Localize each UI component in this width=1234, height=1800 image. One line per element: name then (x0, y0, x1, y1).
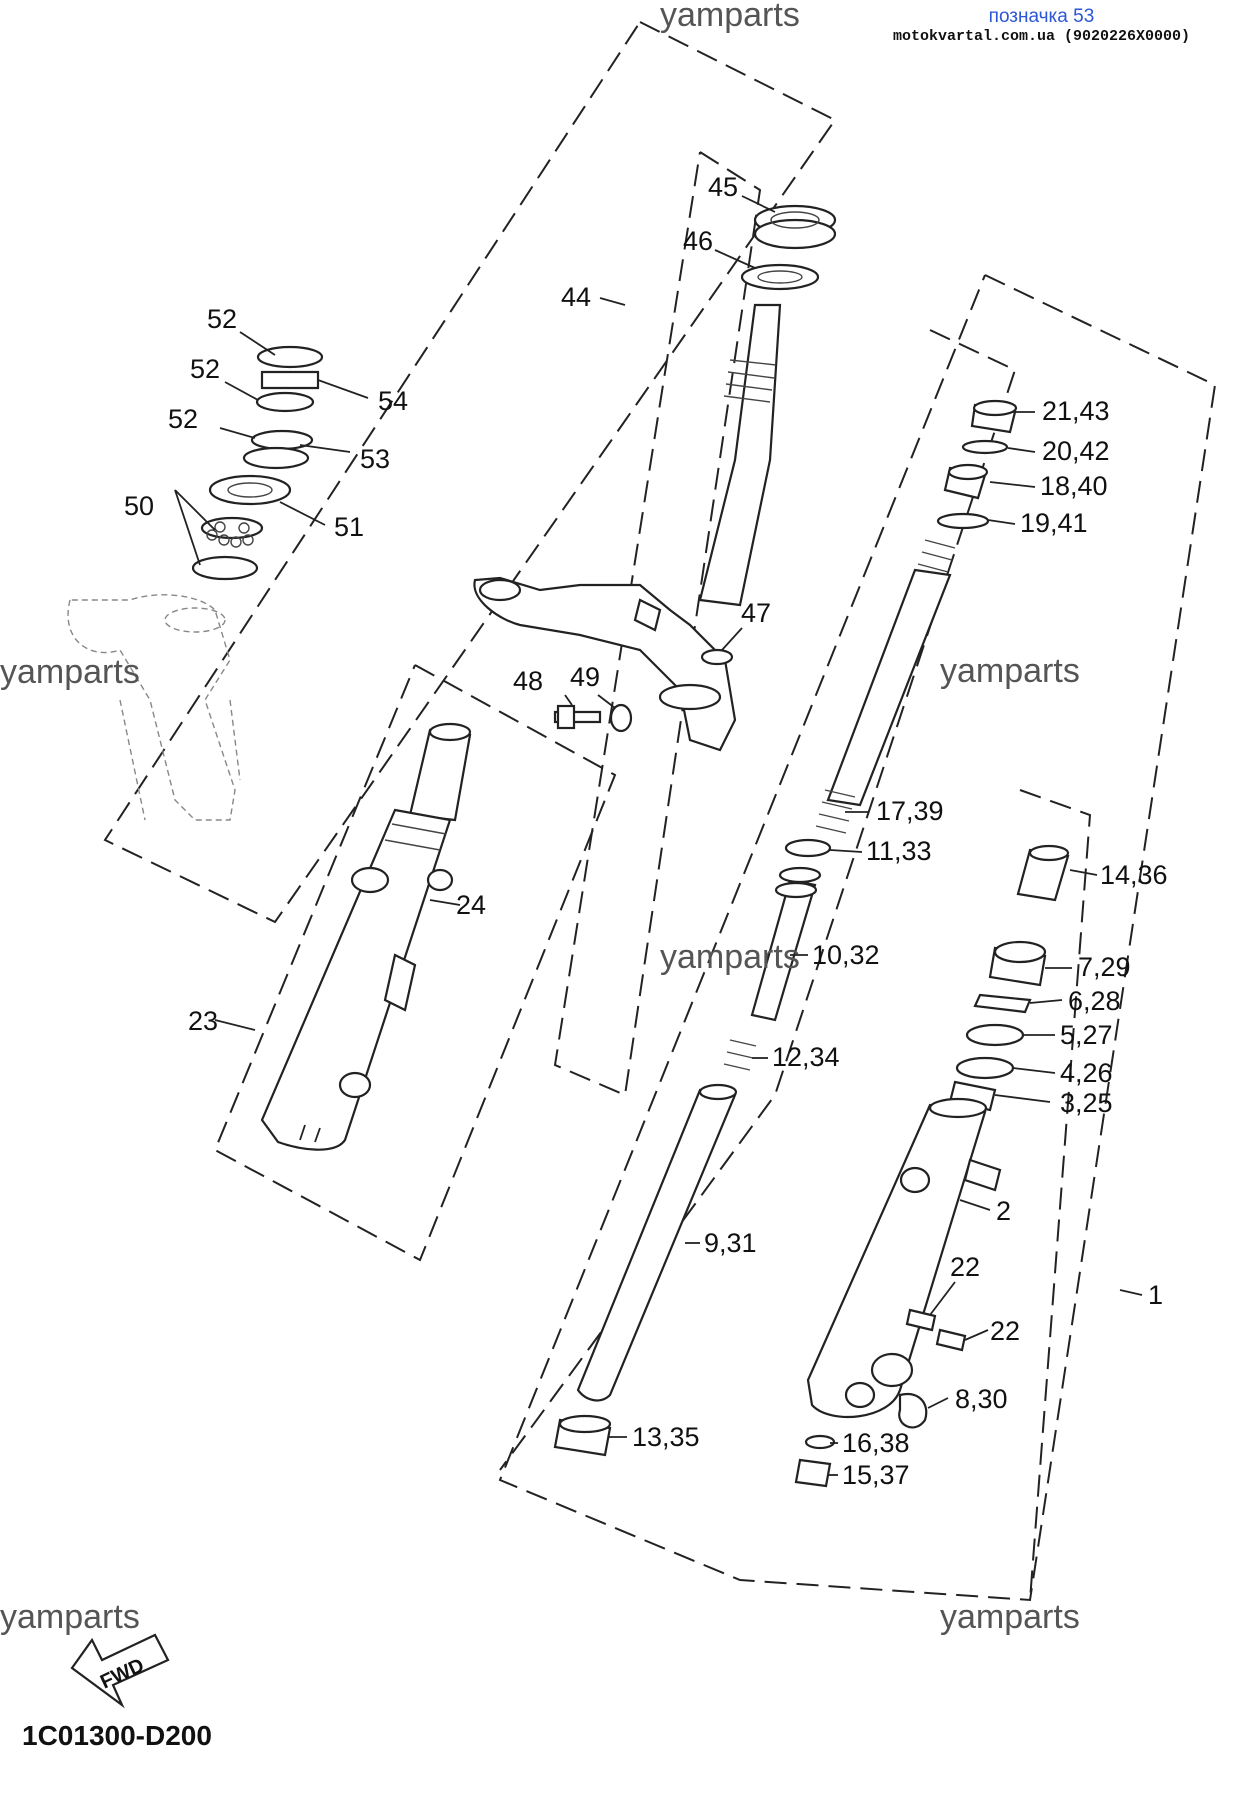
washer-49 (609, 703, 633, 733)
callout-15-37: 15,37 (842, 1460, 910, 1490)
callout-2: 2 (996, 1196, 1011, 1226)
circlip-19 (936, 512, 990, 530)
callout-48: 48 (513, 666, 543, 696)
callout-52-low: 52 (168, 404, 198, 434)
leader-lines (174, 195, 1143, 1476)
oil-seal-5 (965, 1023, 1025, 1047)
washer-16 (804, 1434, 836, 1450)
callout-12-34: 12,34 (772, 1042, 840, 1072)
callout-1: 1 (1148, 1280, 1163, 1310)
callout-23: 23 (188, 1006, 218, 1036)
spring-12 (723, 1039, 757, 1071)
callout-54: 54 (378, 386, 408, 416)
part-tag-label: позначка 53 (988, 6, 1095, 27)
bearing-stack-left (191, 345, 324, 581)
damper-tube (826, 568, 952, 807)
outer-tube-assembly (794, 844, 1070, 1488)
callout-18-40: 18,40 (1040, 471, 1108, 501)
o-ring-20 (961, 439, 1009, 455)
callout-7-29: 7,29 (1078, 952, 1131, 982)
diagram-code: 1C01300-D200 (22, 1720, 212, 1751)
group-outline-left-fork (213, 664, 617, 1262)
callout-11-33: 11,33 (866, 836, 932, 866)
retaining-clip-6 (973, 993, 1032, 1014)
lock-washer (260, 370, 320, 390)
callout-14-36: 14,36 (1100, 860, 1168, 890)
bolt-22b (935, 1328, 967, 1352)
group-outline-stem (553, 151, 762, 1097)
callout-22-lower: 22 (990, 1316, 1020, 1346)
spacer-11 (784, 838, 832, 858)
callout-21-43: 21,43 (1042, 396, 1110, 426)
callout-52-mid: 52 (190, 354, 220, 384)
callout-47: 47 (741, 598, 771, 628)
stem-tube (698, 303, 782, 607)
callout-51: 51 (334, 512, 364, 542)
left-fork-assembly (260, 722, 472, 1151)
callout-9-31: 9,31 (704, 1228, 757, 1258)
outer-tube-2 (806, 1103, 987, 1419)
fwd-arrow-icon: FWD (70, 1633, 170, 1709)
watermark-right: yamparts (940, 652, 1080, 690)
watermark-bottom-right: yamparts (940, 1598, 1080, 1636)
callout-6-28: 6,28 (1068, 986, 1121, 1016)
lower-bearing-race (191, 555, 259, 581)
callout-20-42: 20,42 (1042, 436, 1110, 466)
watermark-center: yamparts (660, 938, 800, 976)
callout-10-32: 10,32 (812, 940, 880, 970)
callout-49: 49 (570, 662, 600, 692)
callout-3-25: 3,25 (1060, 1088, 1113, 1118)
bolt-22a (905, 1308, 937, 1332)
callout-16-38: 16,38 (842, 1428, 910, 1458)
upper-bearing-race-inner (227, 482, 273, 498)
callout-53: 53 (360, 444, 390, 474)
spring-17 (815, 789, 856, 834)
callout-19-41: 19,41 (1020, 508, 1088, 538)
group-outline-outer-tube (1019, 789, 1092, 1601)
watermark-top: yamparts (660, 0, 800, 34)
callout-46: 46 (683, 226, 713, 256)
ball-bearings (206, 521, 254, 548)
callout-8-30: 8,30 (955, 1384, 1008, 1414)
group-outline-right-fork (498, 274, 1217, 1602)
stem-dust-seal (740, 263, 820, 291)
bolt-48 (553, 704, 602, 730)
inner-tube-left (408, 728, 472, 822)
o-ring-47 (700, 648, 734, 666)
callout-13-35: 13,35 (632, 1422, 700, 1452)
fork-spring-upper (914, 539, 956, 585)
callout-5-27: 5,27 (1060, 1020, 1113, 1050)
under-bracket (473, 576, 737, 752)
inner-tube-9 (576, 1088, 737, 1402)
ball-bearing-cage (200, 516, 264, 540)
header-block: позначка 53 motokvartal.com.ua (9020226X… (893, 6, 1190, 45)
ring-nut-top (256, 345, 324, 369)
clip-8 (898, 1392, 928, 1429)
callout-44: 44 (561, 282, 591, 312)
callout-45: 45 (708, 172, 738, 202)
damper-stack (553, 399, 1018, 1457)
upper-bearing-race (208, 474, 292, 506)
source-label: motokvartal.com.ua (9020226X0000) (892, 28, 1190, 45)
callout-4-26: 4,26 (1060, 1058, 1113, 1088)
callout-17-39: 17,39 (876, 796, 944, 826)
frame-head-ghost (67, 594, 241, 821)
callout-52-top: 52 (207, 304, 237, 334)
watermark-left: yamparts (0, 653, 140, 691)
callout-50: 50 (124, 491, 154, 521)
drain-bolt-15 (794, 1458, 832, 1488)
callout-24: 24 (456, 890, 486, 920)
fork-body-left (260, 808, 452, 1151)
group-outline-steering (103, 21, 837, 924)
rubber-washer (242, 446, 310, 470)
ring-nut-mid (255, 391, 315, 413)
watermark-bottom-left: yamparts (0, 1598, 140, 1636)
callout-22-upper: 22 (950, 1252, 980, 1282)
steering-stem (473, 204, 837, 752)
washer-4 (955, 1056, 1015, 1080)
